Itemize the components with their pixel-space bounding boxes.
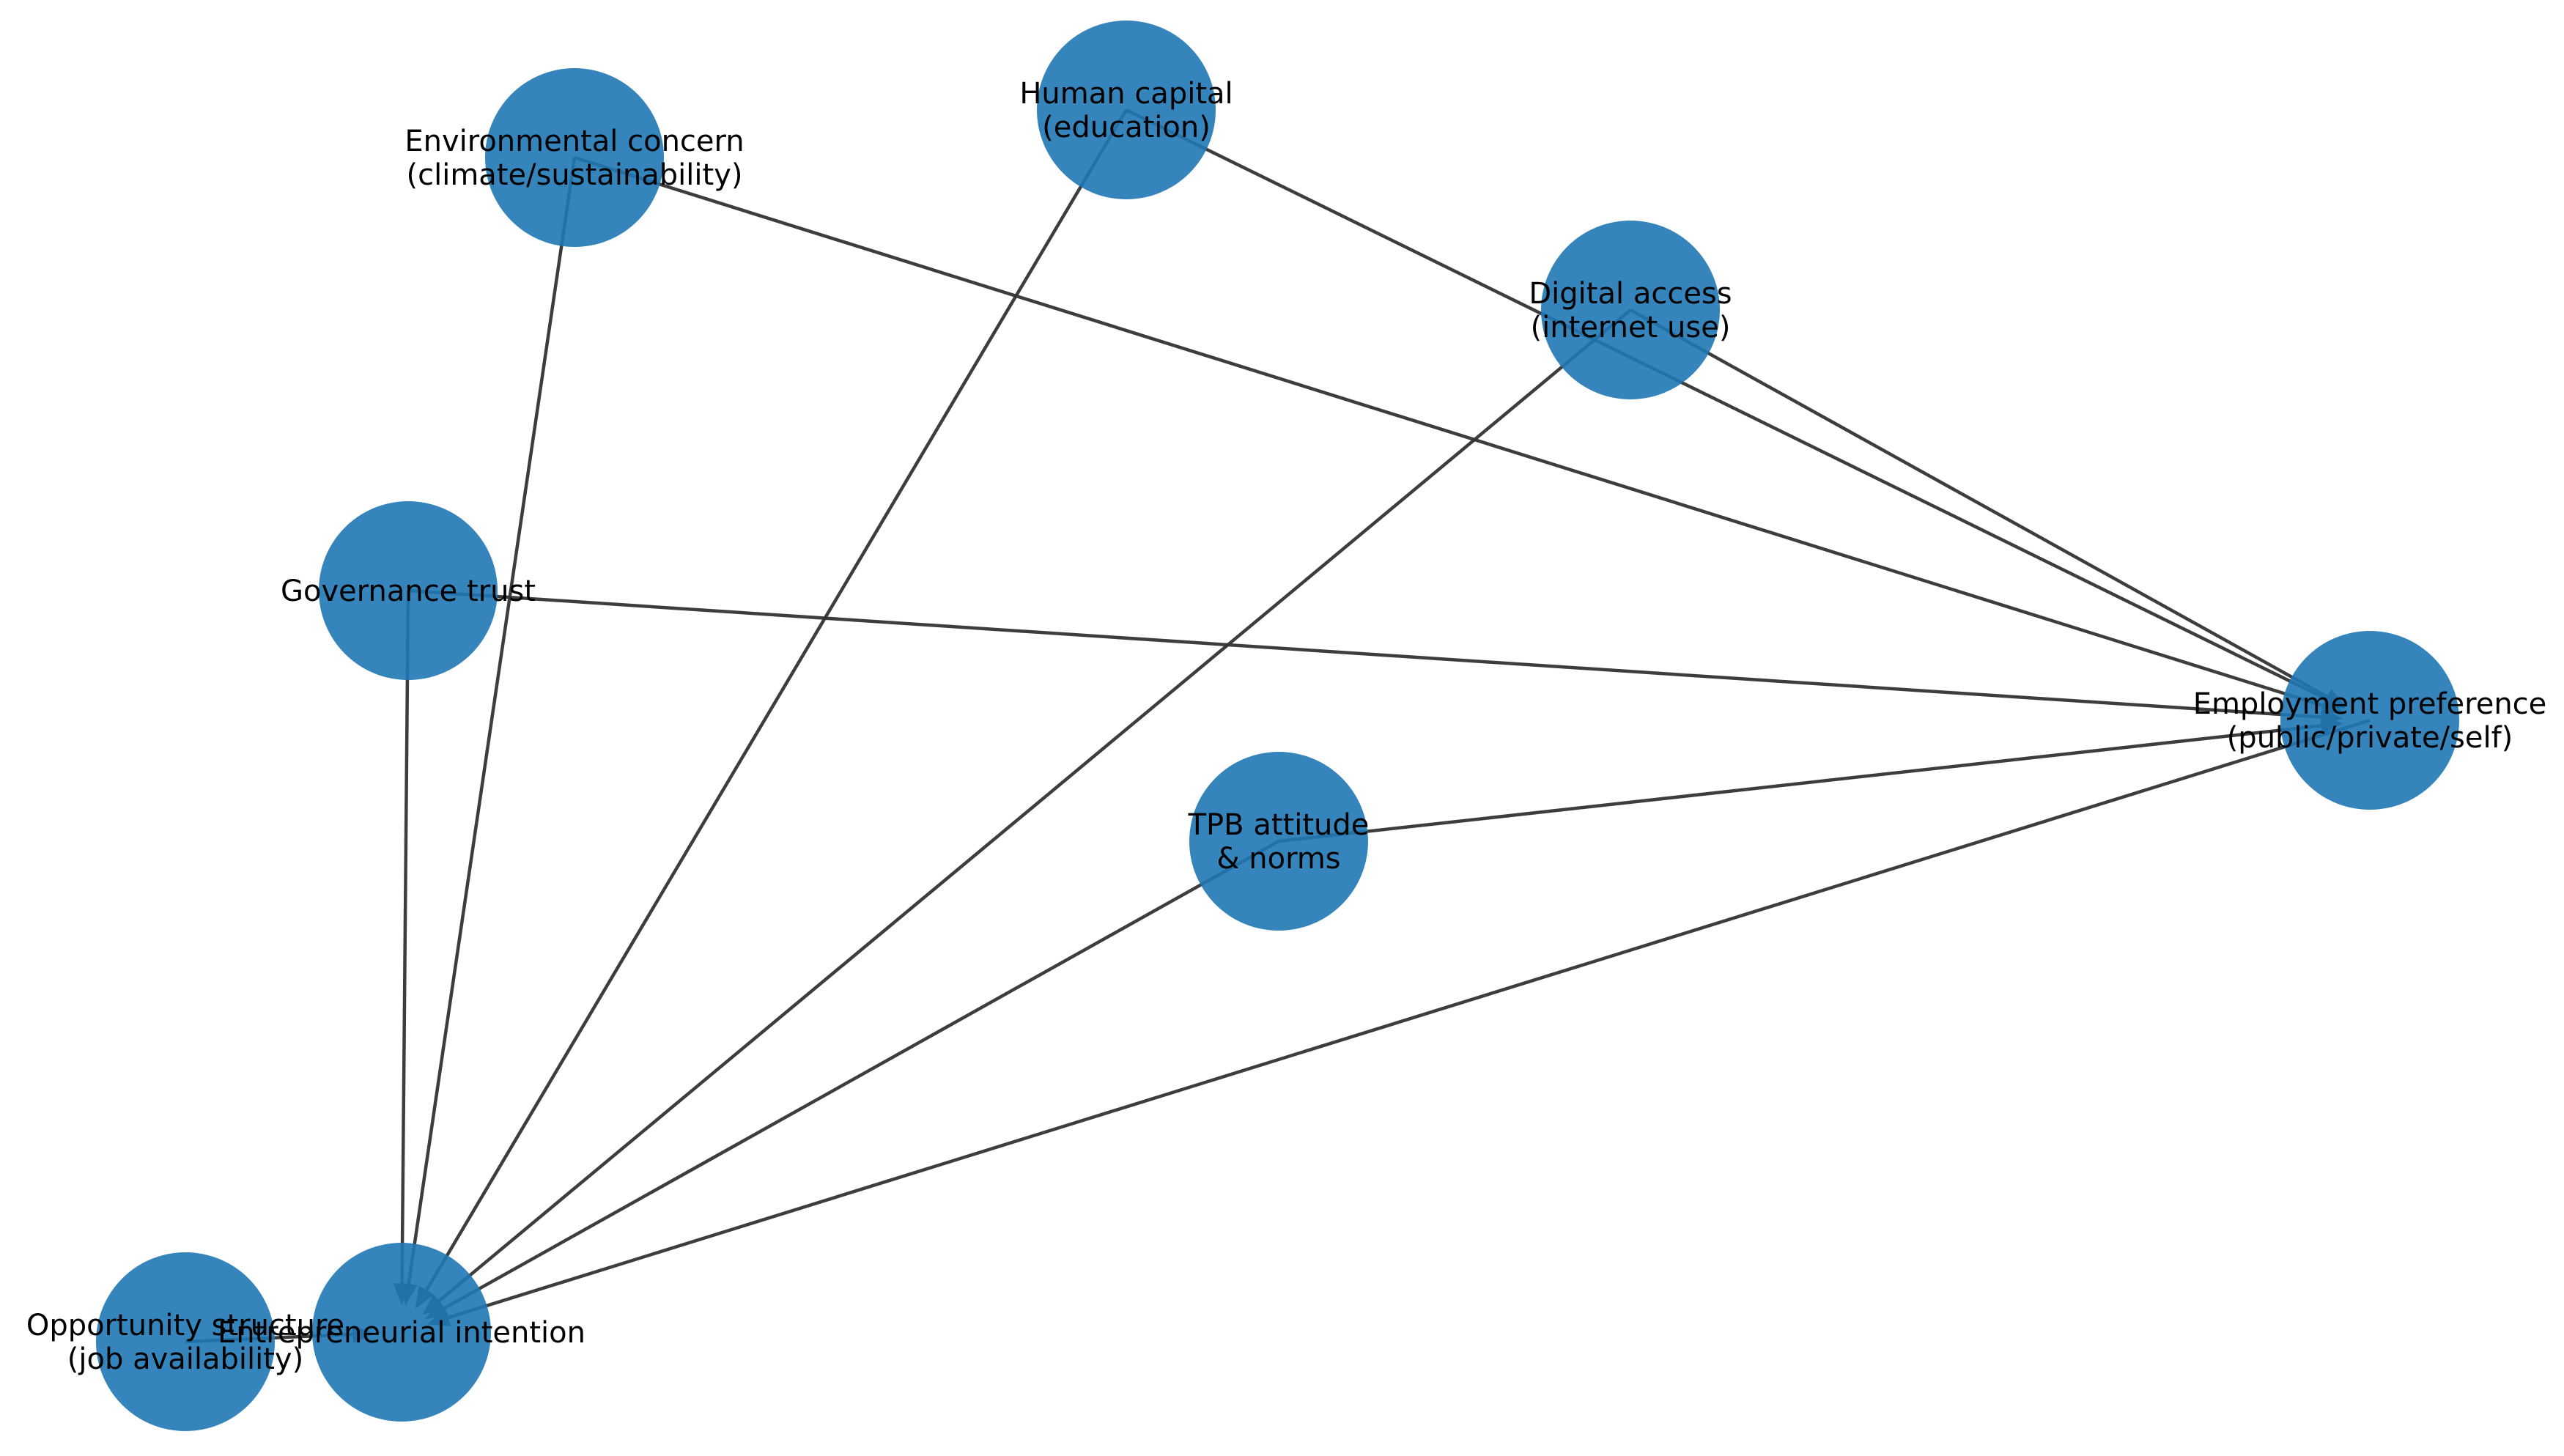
node-environmental-concern-label: Environmental concern(climate/sustainabi…: [404, 125, 744, 192]
node-opportunity-structure-label-line: (job availability): [67, 1342, 303, 1376]
node-digital-access: [1541, 221, 1720, 399]
node-employment-preference-label-line: Employment preference: [2193, 687, 2547, 721]
node-tpb-attitude-label-line: TPB attitude: [1188, 808, 1370, 842]
node-tpb-attitude-label-line: & norms: [1216, 842, 1340, 876]
edge-tpb-to-ei: [443, 840, 1280, 1310]
node-human-capital-label-line: Human capital: [1019, 77, 1233, 111]
node-entrepreneurial-intention: [312, 1243, 491, 1422]
edge-env-to-emp: [574, 155, 2324, 708]
edge-gov-to-ei: [400, 590, 410, 1284]
node-environmental-concern-label-line: Environmental concern: [404, 125, 744, 158]
node-human-capital: [1037, 21, 1216, 199]
nodes-layer: [96, 21, 2459, 1431]
edge-env-to-ei: [407, 157, 577, 1285]
node-employment-preference-label-line: (public/private/self): [2227, 721, 2513, 755]
edge-tpb-to-emp: [1278, 724, 2322, 843]
edge-hc-to-ei: [425, 108, 1128, 1291]
edges-layer: [185, 108, 2371, 1344]
node-digital-access-label: Digital access(internet use): [1529, 277, 1732, 344]
node-tpb-attitude: [1189, 752, 1368, 931]
node-employment-preference: [2280, 631, 2459, 810]
edge-emp-to-ei: [447, 718, 2371, 1320]
node-governance-trust-label: Governance trust: [281, 574, 536, 608]
node-opportunity-structure-label: Opportunity structure(job availability): [26, 1309, 344, 1376]
node-tpb-attitude-label: TPB attitude& norms: [1188, 808, 1370, 876]
node-human-capital-label: Human capital(education): [1019, 77, 1233, 144]
node-human-capital-label-line: (education): [1042, 111, 1211, 144]
edge-dig-to-ei: [437, 308, 1632, 1303]
node-environmental-concern-label-line: (climate/sustainability): [407, 158, 743, 192]
node-digital-access-label-line: Digital access: [1529, 277, 1732, 311]
edge-hc-to-emp: [1126, 108, 2327, 701]
node-governance-trust: [319, 501, 498, 680]
edge-gov-to-emp: [407, 588, 2321, 719]
node-entrepreneurial-intention-label-line: Entrepreneurial intention: [218, 1316, 585, 1350]
node-opportunity-structure-label-line: Opportunity structure: [26, 1309, 344, 1342]
node-digital-access-label-line: (internet use): [1531, 311, 1731, 344]
node-employment-preference-label: Employment preference(public/private/sel…: [2193, 687, 2547, 755]
node-entrepreneurial-intention-label: Entrepreneurial intention: [218, 1316, 585, 1350]
node-opportunity-structure: [96, 1252, 275, 1431]
node-environmental-concern: [485, 68, 664, 247]
edge-dig-to-emp: [1629, 308, 2328, 698]
labels-layer: Environmental concern(climate/sustainabi…: [26, 77, 2546, 1376]
node-governance-trust-label-line: Governance trust: [281, 574, 536, 608]
